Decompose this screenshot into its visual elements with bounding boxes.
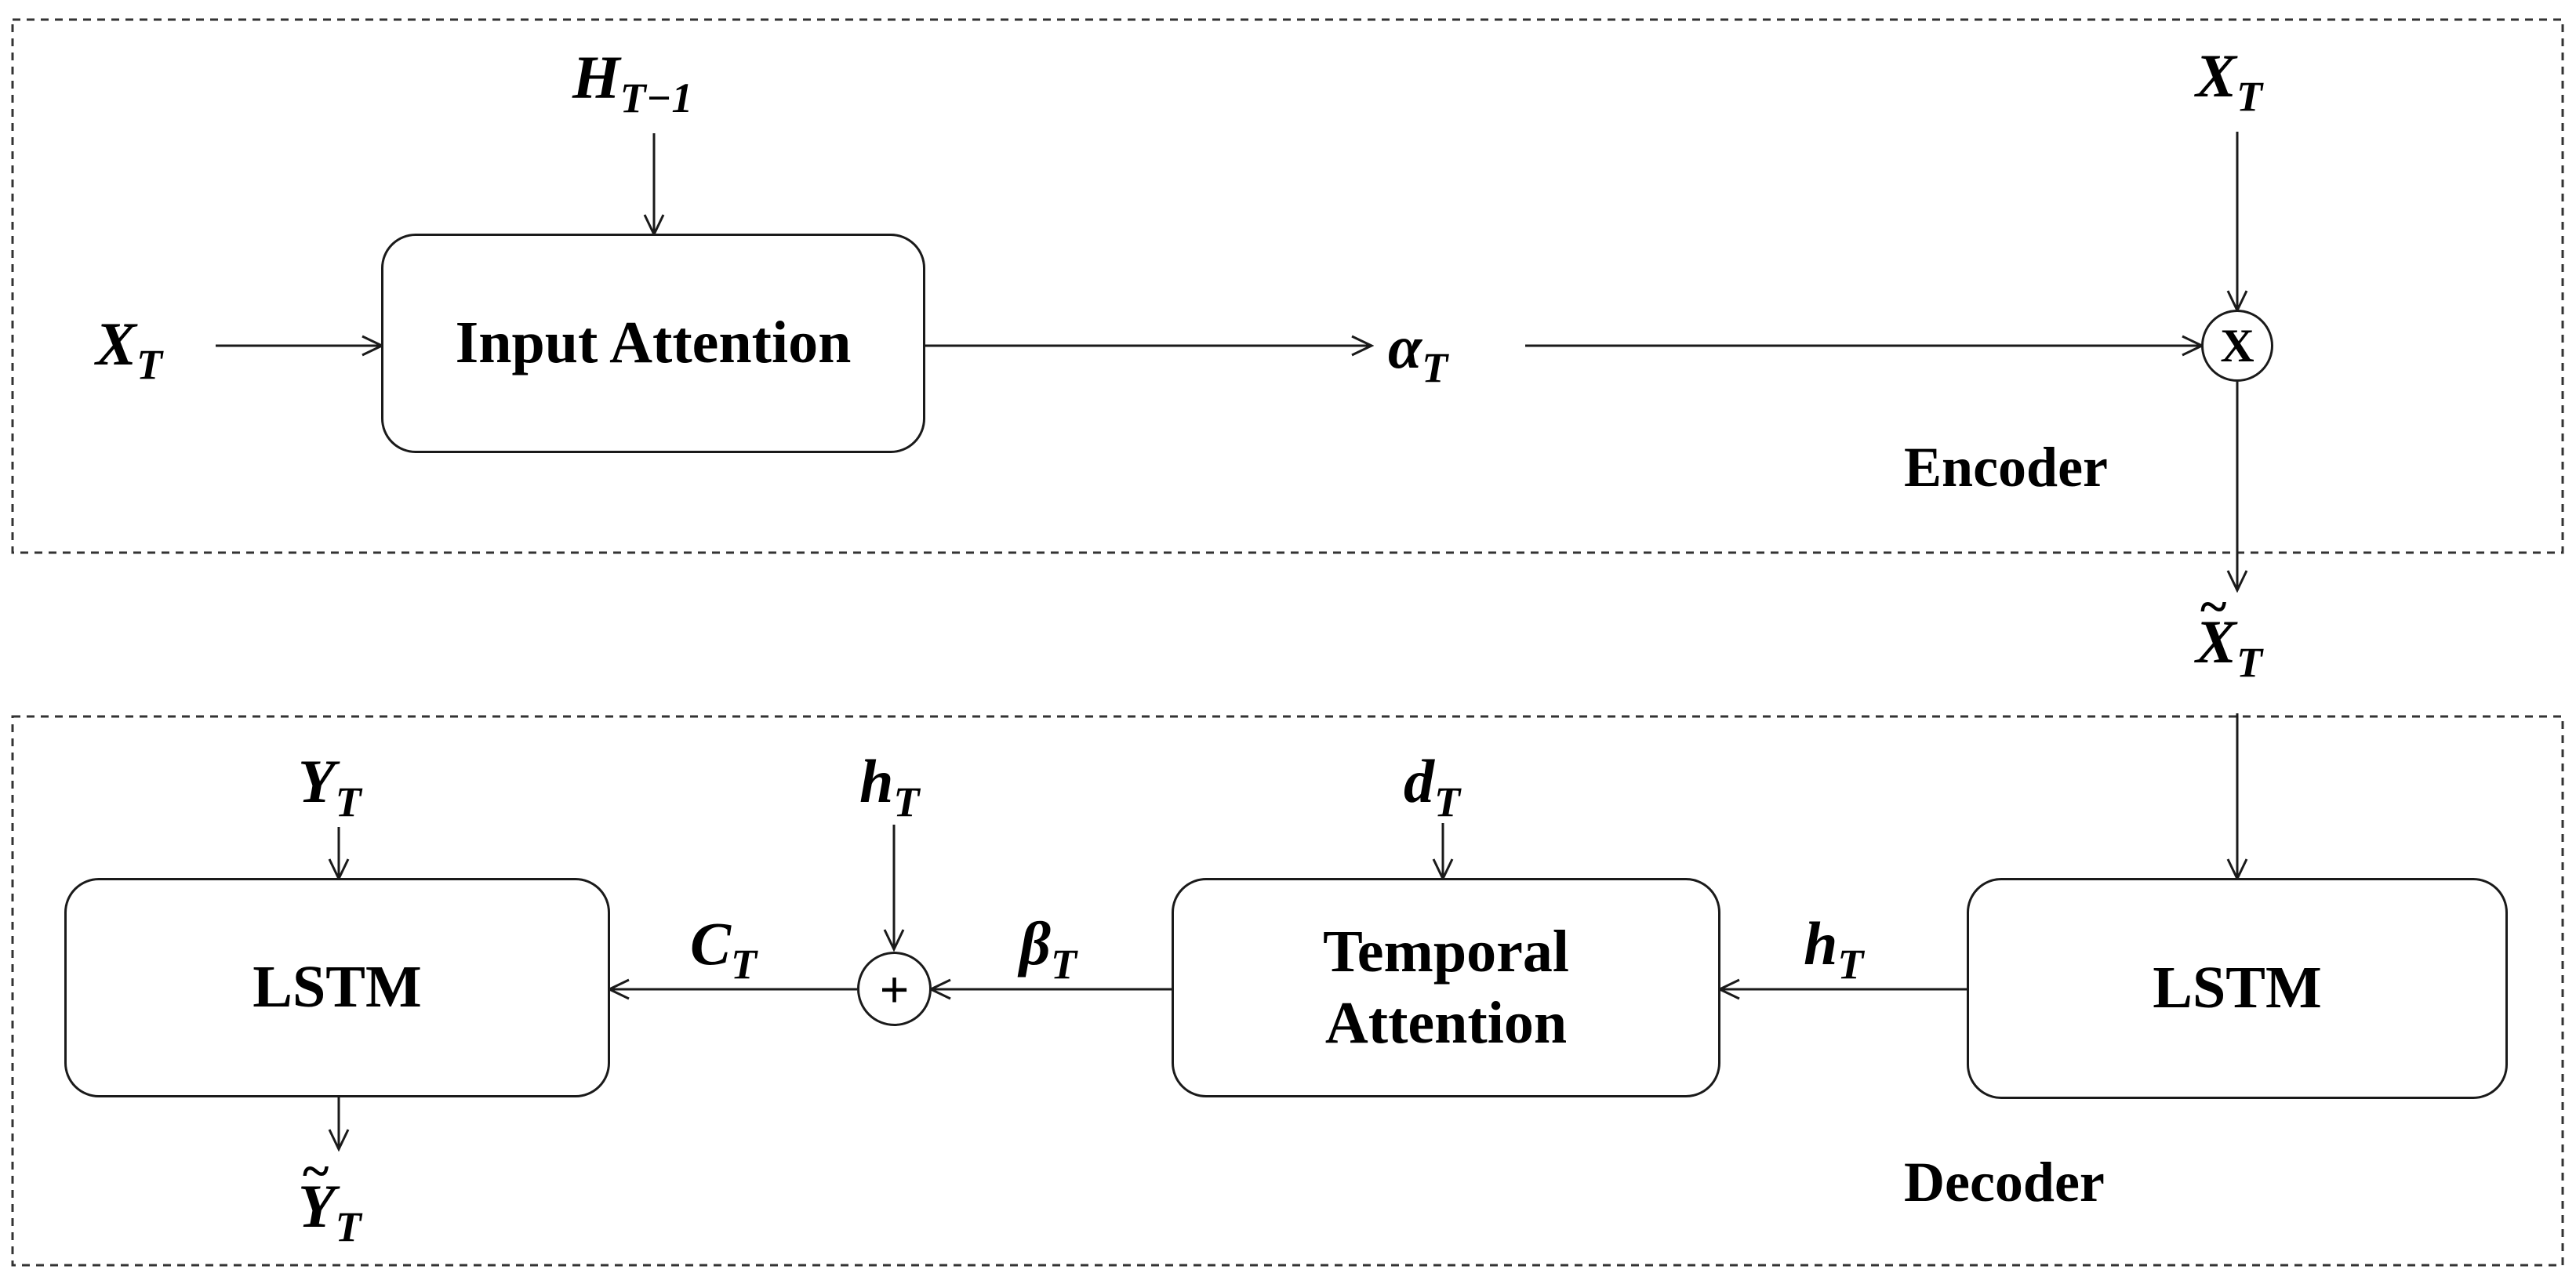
var-xt-right: XT <box>2196 42 2262 118</box>
plus-operator: + <box>857 952 932 1026</box>
var-alpha-t: αT <box>1388 317 1448 390</box>
var-yt-sub: T <box>335 778 362 825</box>
var-dt-sub: T <box>1434 778 1460 825</box>
var-beta-t: βT <box>1019 913 1077 986</box>
tilde-mark-y: ~ <box>303 1143 329 1199</box>
var-ht-top-sub: T <box>893 778 920 825</box>
var-beta-t-base: β <box>1019 909 1051 978</box>
tilde-mark-x: ~ <box>2200 579 2227 634</box>
var-y-tilde-t: ~YT <box>298 1146 362 1249</box>
var-xt-right-sub: T <box>2236 73 2263 120</box>
lstm-left-box: LSTM <box>64 878 610 1097</box>
var-y-tilde-t-base: Y <box>298 1172 336 1240</box>
var-beta-t-sub: T <box>1050 941 1077 988</box>
var-xt-left-base: X <box>96 310 137 378</box>
multiply-operator-symbol: X <box>2220 320 2254 372</box>
var-ht-right: hT <box>1804 913 1863 986</box>
var-h-t-minus-1: HT−1 <box>572 47 692 120</box>
var-xt-right-base: X <box>2196 42 2237 110</box>
var-ct-base: C <box>690 909 732 978</box>
lstm-right-box: LSTM <box>1967 878 2508 1099</box>
temporal-attention-label: Temporal Attention <box>1323 916 1569 1059</box>
var-alpha-t-base: α <box>1388 313 1422 381</box>
var-x-tilde-t: ~XT <box>2196 582 2262 684</box>
var-ct: CT <box>690 913 757 986</box>
var-ht-top-base: h <box>859 747 894 815</box>
multiply-operator: X <box>2201 310 2273 382</box>
encoder-label: Encoder <box>1904 436 2108 499</box>
var-xt-left: XT <box>96 314 162 386</box>
var-x-tilde-t-base: X <box>2196 608 2237 676</box>
var-x-tilde-t-sub: T <box>2236 639 2263 686</box>
var-ht-top: hT <box>859 751 919 824</box>
input-attention-label: Input Attention <box>455 310 852 376</box>
var-yt-base: Y <box>298 747 336 815</box>
var-h-t-minus-1-base: H <box>572 43 620 111</box>
var-dt-base: d <box>1404 747 1434 815</box>
var-alpha-t-sub: T <box>1422 344 1448 391</box>
var-h-t-minus-1-sub: T−1 <box>619 74 693 122</box>
var-y-tilde-t-sub: T <box>335 1203 362 1250</box>
temporal-attention-line2: Attention <box>1324 990 1568 1056</box>
var-ht-right-base: h <box>1804 909 1838 978</box>
var-xt-left-sub: T <box>136 341 163 388</box>
input-attention-box: Input Attention <box>381 234 925 453</box>
plus-operator-symbol: + <box>879 960 910 1017</box>
temporal-attention-line1: Temporal <box>1323 918 1569 985</box>
decoder-frame <box>11 715 2564 1267</box>
var-ct-sub: T <box>731 941 758 988</box>
encoder-frame <box>11 18 2564 554</box>
temporal-attention-box: Temporal Attention <box>1172 878 1720 1097</box>
decoder-label: Decoder <box>1904 1151 2105 1213</box>
lstm-left-label: LSTM <box>253 954 422 1021</box>
var-dt: dT <box>1404 751 1460 824</box>
lstm-right-label: LSTM <box>2153 955 2322 1021</box>
var-ht-right-sub: T <box>1837 941 1864 988</box>
var-yt: YT <box>298 751 362 824</box>
